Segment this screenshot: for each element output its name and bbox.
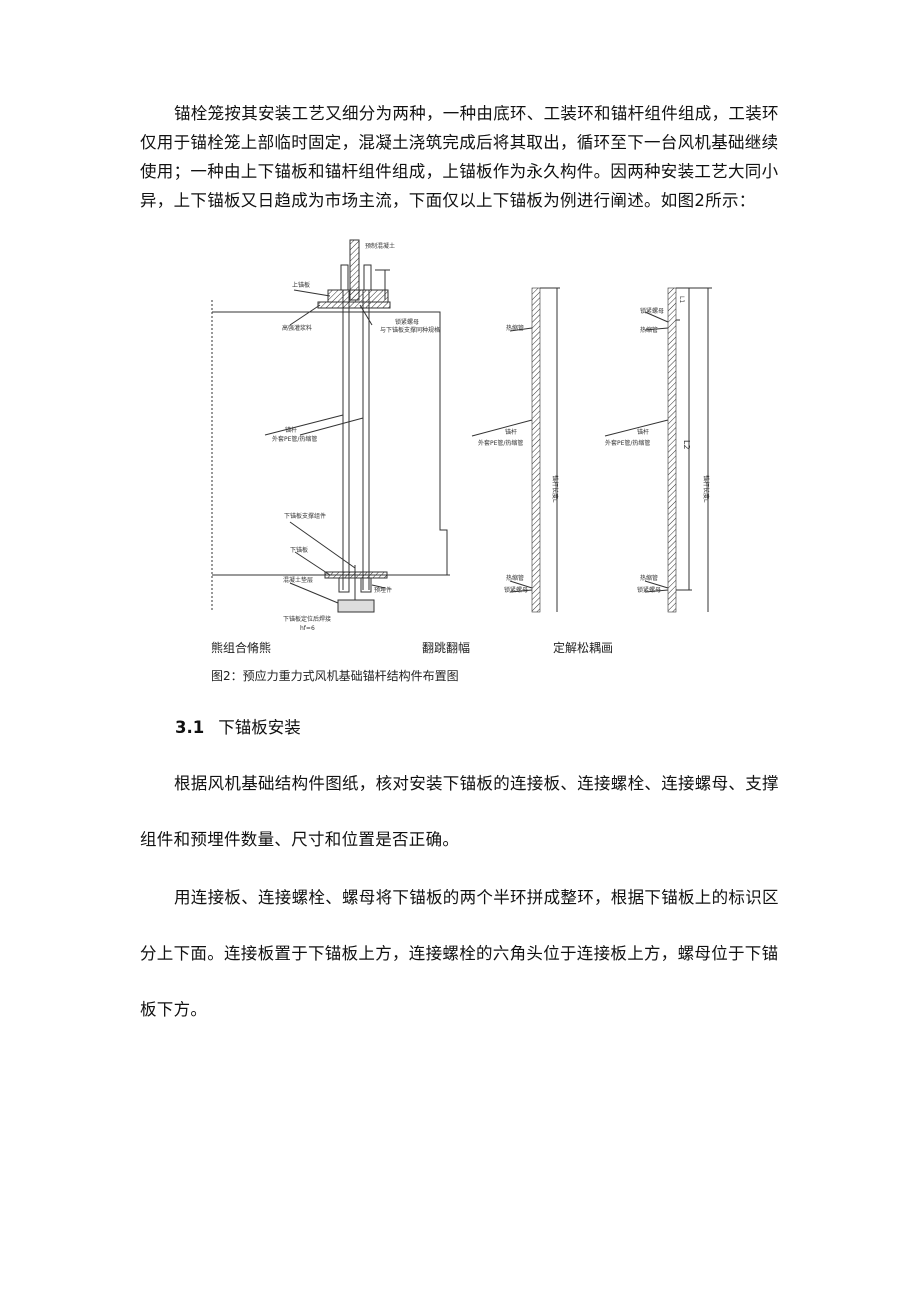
- svg-text:热缩管: 热缩管: [640, 326, 658, 334]
- svg-text:热缩管: 热缩管: [506, 574, 524, 582]
- left-drawing-labels: 预制混凝土 上锚板 高强灌浆料 锁紧螺母 与下锚板支撑同种规格 锚杆 外套PE管…: [272, 242, 440, 632]
- text-line: 组件和预埋件数量、尺寸和位置是否正确。: [140, 830, 460, 849]
- text-line: 根据风机基础结构件图纸，核对安装下锚板的连接板、连接螺栓、连接螺母、支撑: [174, 774, 779, 793]
- text-line: 异，上下锚板又日趋成为市场主流，下面仅以上下锚板为例进行阐述。如图2所示：: [140, 191, 756, 210]
- text-line: 仅用于锚栓笼上部临时固定，混凝土浇筑完成后将其取出，循环至下一台风机基础继续: [140, 133, 779, 152]
- sub-caption-right: 定解松耦画: [553, 641, 614, 655]
- svg-text:锚杆长度L: 锚杆长度L: [551, 475, 559, 503]
- middle-drawing: [471, 287, 560, 613]
- svg-text:锁紧螺母: 锁紧螺母: [640, 307, 664, 315]
- label-lower-plate: 下锚板: [290, 546, 308, 554]
- anchor-structure-diagram: 预制混凝土 上锚板 高强灌浆料 锁紧螺母 与下锚板支撑同种规格 锚杆 外套PE管…: [211, 239, 712, 632]
- svg-text:锚杆长度L: 锚杆长度L: [702, 475, 710, 503]
- svg-text:L1: L1: [678, 296, 685, 303]
- text-line: 分上下面。连接板置于下锚板上方，连接螺栓的六角头位于连接板上方，螺母位于下锚: [140, 944, 779, 963]
- label-pe: 外套PE管/热缩管: [272, 435, 317, 443]
- label-upper-plate: 上锚板: [292, 281, 310, 289]
- sub-caption-left: 熊组合脩熊: [211, 641, 272, 655]
- svg-text:热缩管: 热缩管: [640, 574, 658, 582]
- text-line: 使用；一种由上下锚板和锚杆组件组成，上锚板作为永久构件。因两种安装工艺大同小: [140, 162, 779, 181]
- label-nut-note: 与下锚板支撑同种规格: [380, 326, 440, 334]
- label-bolt: 预埋件: [374, 586, 392, 594]
- svg-text:热缩管: 热缩管: [506, 324, 524, 332]
- right-drawing-labels: 锁紧螺母 热缩管 锚杆 外套PE管/热缩管 热缩管 锁紧螺母 L1 L2 锚杆长…: [605, 296, 710, 594]
- label-rod: 锚杆: [285, 426, 297, 434]
- label-support: 下锚板支撑组件: [284, 512, 326, 520]
- label-hf: hf=6: [300, 625, 315, 632]
- text-line: 锚栓笼按其安装工艺又细分为两种，一种由底环、工装环和锚杆组件组成，工装环: [174, 104, 779, 123]
- svg-text:外套PE管/热缩管: 外套PE管/热缩管: [605, 439, 650, 447]
- text-line: 用连接板、连接螺栓、螺母将下锚板的两个半环拼成整环，根据下锚板上的标识区: [174, 888, 779, 907]
- left-drawing: [211, 239, 450, 613]
- svg-text:锁紧螺母: 锁紧螺母: [637, 586, 661, 594]
- label-grout: 高强灌浆料: [282, 324, 312, 332]
- text-line: 板下方。: [140, 1000, 208, 1019]
- section-heading: 3.1 下锚板安装: [175, 714, 301, 738]
- section-number: 3.1: [175, 718, 205, 737]
- svg-text:锚杆: 锚杆: [505, 428, 517, 436]
- middle-drawing-labels: 热缩管 锚杆 外套PE管/热缩管 热缩管 锁紧螺母 锚杆长度L: [478, 324, 559, 594]
- label-nut: 锁紧螺母: [395, 318, 419, 326]
- right-drawing: [604, 287, 712, 613]
- sub-caption-middle: 翻跳翻幅: [422, 641, 471, 655]
- figure-caption: 图2：预应力重力式风机基础锚杆结构件布置图: [211, 669, 459, 683]
- label-cushion: 混凝土垫层: [283, 576, 313, 584]
- section-title: 下锚板安装: [218, 718, 301, 737]
- svg-text:L2: L2: [682, 440, 691, 450]
- svg-text:锚杆: 锚杆: [637, 428, 649, 436]
- label-weld: 下锚板定位后焊接: [283, 615, 331, 623]
- label-top: 预制混凝土: [365, 242, 395, 250]
- svg-text:锁紧螺母: 锁紧螺母: [504, 586, 528, 594]
- svg-text:外套PE管/热缩管: 外套PE管/热缩管: [478, 439, 523, 447]
